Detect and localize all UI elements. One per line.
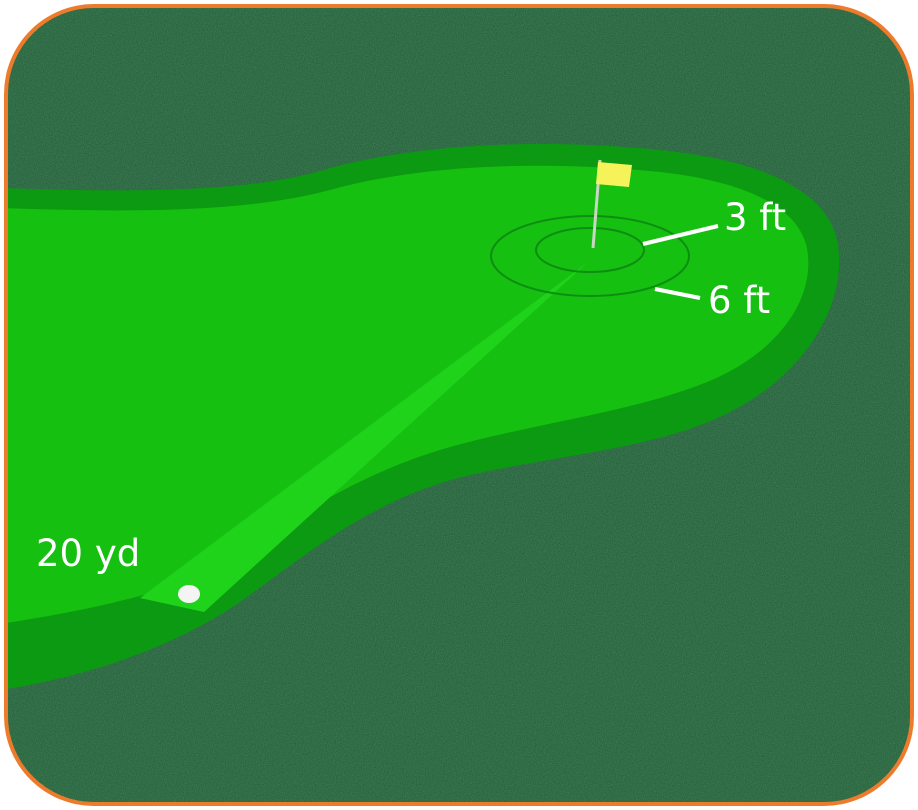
- inner-ring-leader: [642, 224, 719, 246]
- target-line-wedge: [140, 262, 588, 612]
- outer-ring-leader: [654, 287, 701, 300]
- inner-ring-3ft: [535, 227, 645, 273]
- outer-ring-6ft: [490, 215, 690, 297]
- inner-ring-label: 3 ft: [724, 196, 786, 239]
- green-surface: [8, 165, 809, 624]
- golf-ball-icon: [178, 585, 200, 603]
- flag-icon: [596, 162, 632, 187]
- ball-distance-label: 20 yd: [36, 532, 140, 575]
- outer-ring-label: 6 ft: [708, 279, 770, 322]
